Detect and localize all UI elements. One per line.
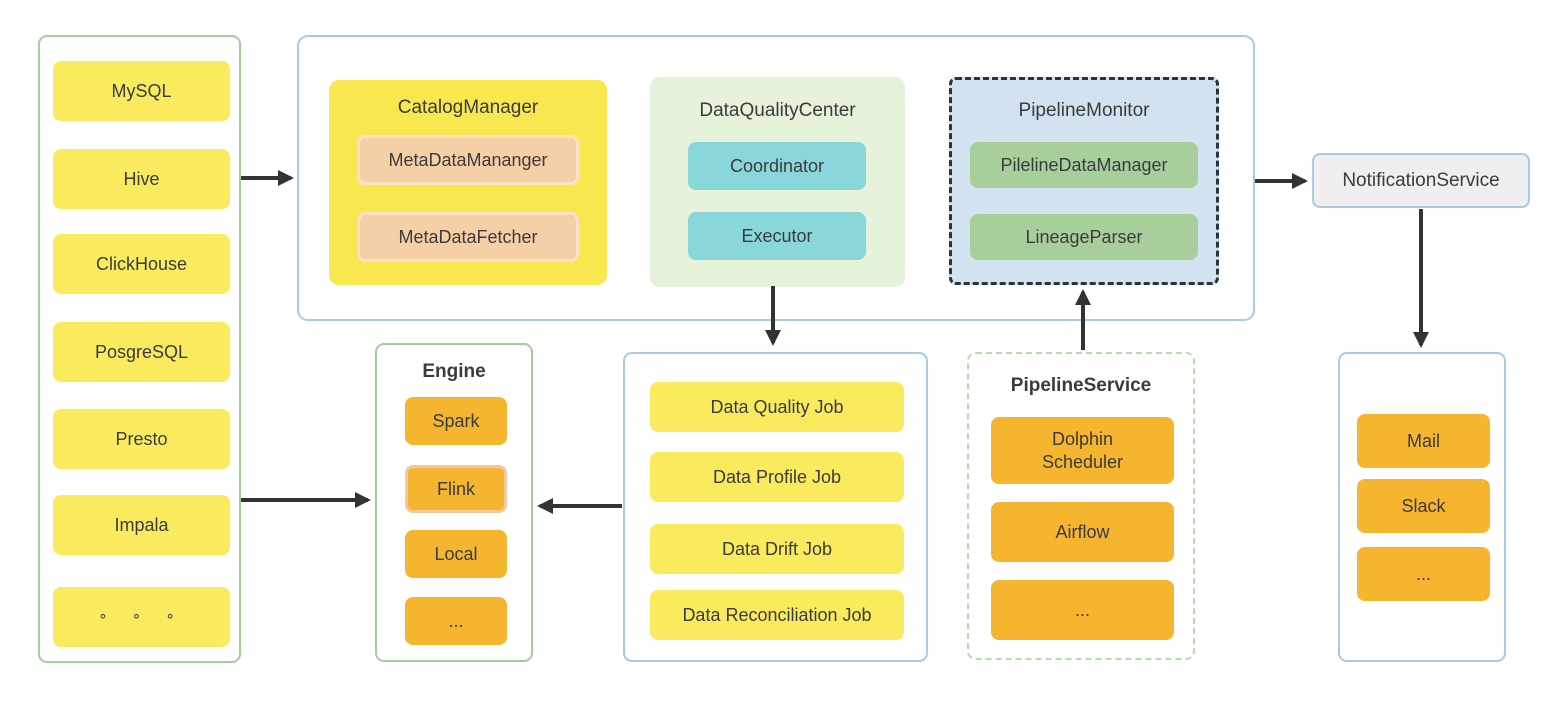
slack-box: Slack [1357,479,1490,533]
engine-spark: Spark [405,397,507,445]
channels-more-ellipsis: ... [1357,547,1490,601]
data-quality-job-box: Data Quality Job [650,382,904,432]
engine-more-ellipsis: ... [405,597,507,645]
pipeline-service-panel: PipelineService Dolphin Scheduler Airflo… [967,352,1195,660]
data-quality-center-box: DataQualityCenter Coordinator Executor [650,77,905,287]
pipeline-service-title: PipelineService [1010,375,1152,396]
mail-box: Mail [1357,414,1490,468]
source-hive: Hive [53,149,230,209]
notification-channels-panel: Mail Slack ... [1338,352,1506,662]
data-reconciliation-job-box: Data Reconciliation Job [650,590,904,640]
data-sources-panel: MySQL Hive ClickHouse PosgreSQL Presto I… [38,35,241,663]
pileline-data-manager-box: PilelineDataManager [970,142,1198,188]
dolphin-scheduler-box: Dolphin Scheduler [991,417,1174,484]
notification-service-box: NotificationService [1312,153,1530,208]
airflow-box: Airflow [991,502,1174,562]
engine-title: Engine [422,361,486,382]
source-presto: Presto [53,409,230,469]
data-quality-center-title: DataQualityCenter [699,100,856,121]
engine-local: Local [405,530,507,578]
pipeline-monitor-title: PipelineMonitor [1018,100,1150,121]
metadata-mananger-box: MetaDataMananger [357,135,579,185]
engine-flink: Flink [405,465,507,513]
lineage-parser-box: LineageParser [970,214,1198,260]
data-drift-job-box: Data Drift Job [650,524,904,574]
source-impala: Impala [53,495,230,555]
executor-box: Executor [688,212,866,260]
engine-panel: Engine Spark Flink Local ... [375,343,533,662]
pipeline-service-more-ellipsis: ... [991,580,1174,640]
platform-panel: CatalogManager MetaDataMananger MetaData… [297,35,1255,321]
pipeline-monitor-box: PipelineMonitor PilelineDataManager Line… [949,77,1219,285]
source-more-ellipsis: ∘ ∘ ∘ [53,587,230,647]
metadata-fetcher-box: MetaDataFetcher [357,212,579,262]
quality-jobs-panel: Data Quality Job Data Profile Job Data D… [623,352,928,662]
source-posgresql: PosgreSQL [53,322,230,382]
catalog-manager-box: CatalogManager MetaDataMananger MetaData… [329,80,607,285]
coordinator-box: Coordinator [688,142,866,190]
data-profile-job-box: Data Profile Job [650,452,904,502]
source-mysql: MySQL [53,61,230,121]
catalog-manager-title: CatalogManager [397,97,539,118]
source-clickhouse: ClickHouse [53,234,230,294]
